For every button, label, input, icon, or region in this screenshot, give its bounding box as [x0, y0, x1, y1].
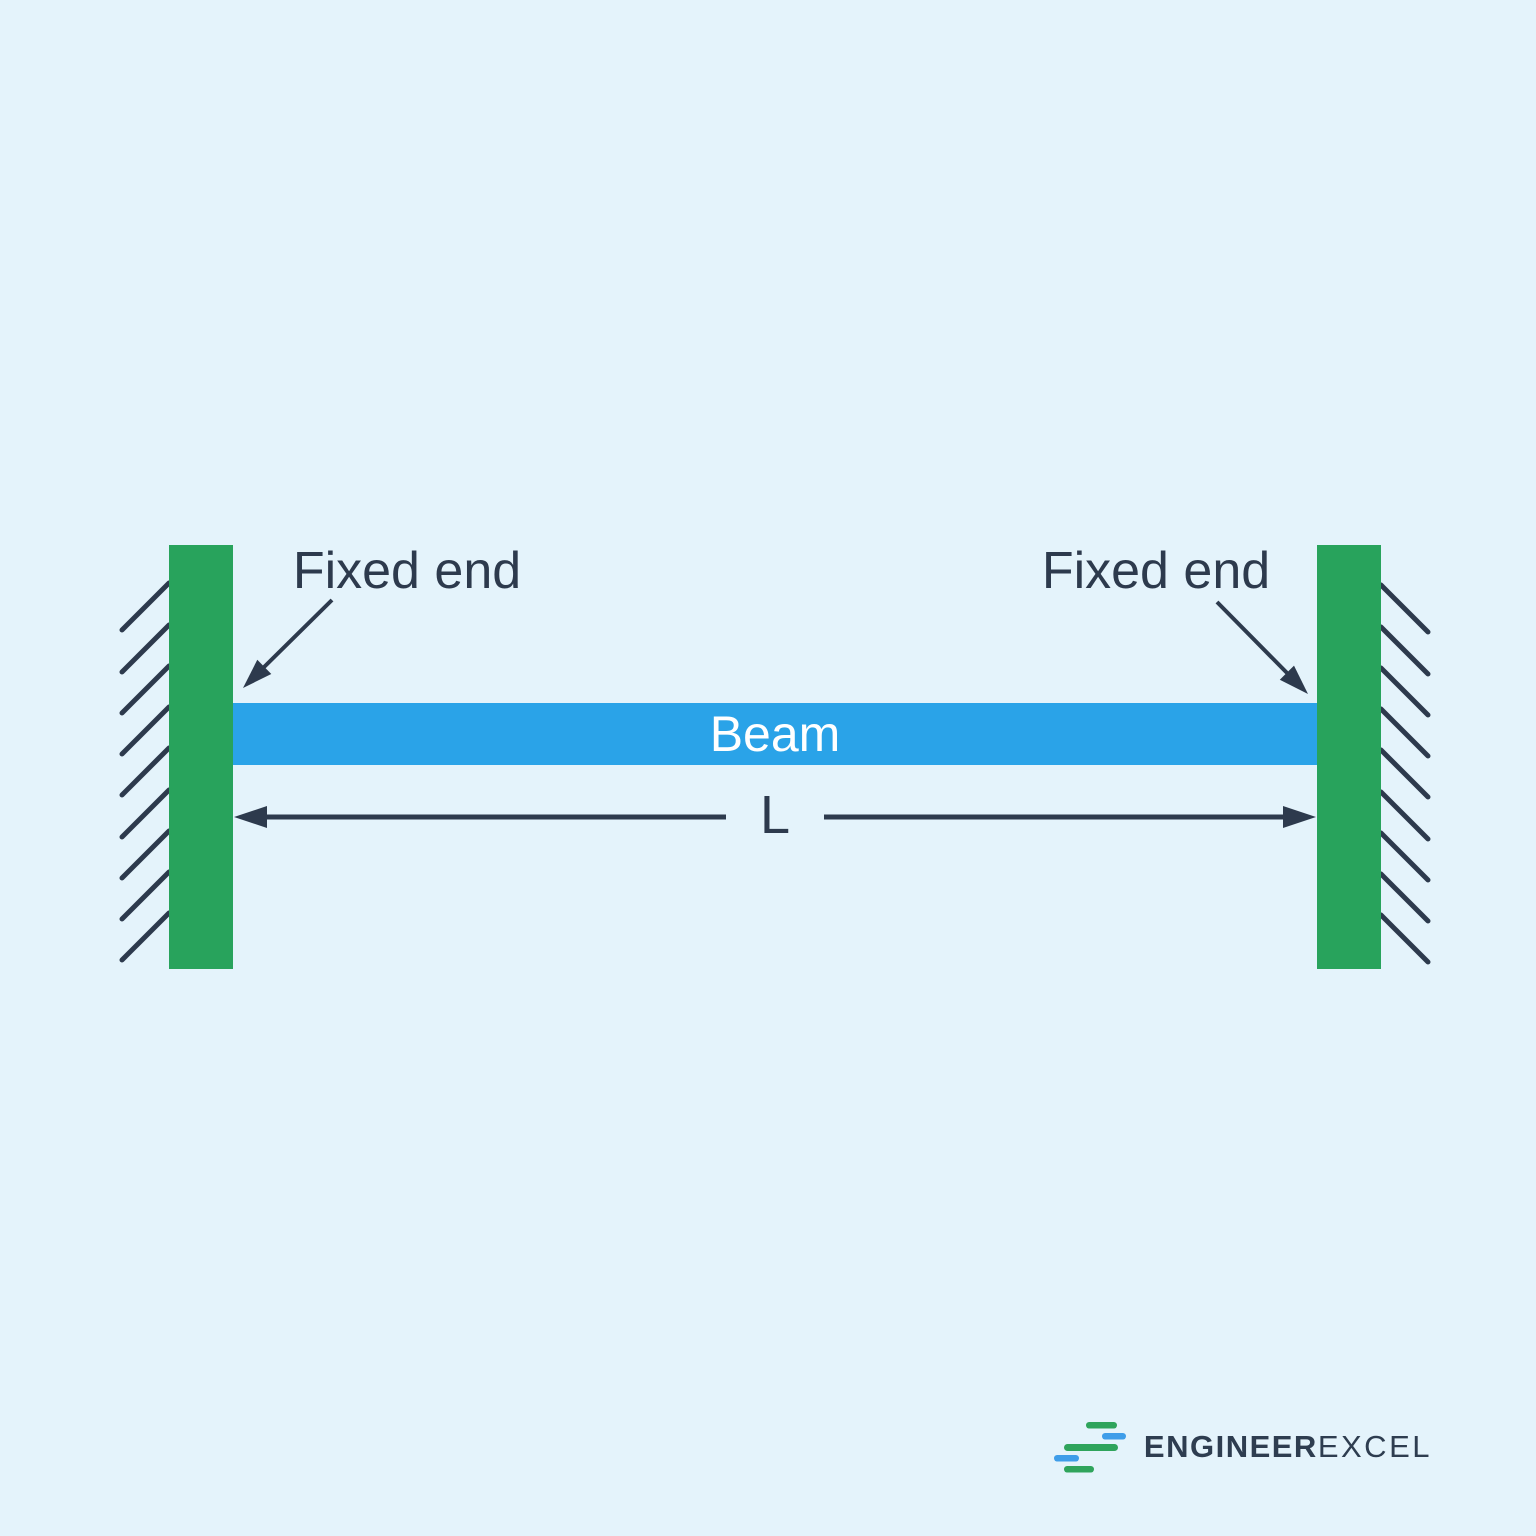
beam-bar	[233, 703, 1317, 765]
left-wall-hatching	[119, 580, 172, 963]
logo-text-engineer: ENGINEER	[1143, 1429, 1318, 1464]
fixed-end-arrow-left	[243, 598, 334, 688]
beam-label: Beam	[710, 706, 841, 762]
right-wall-hatching	[1378, 582, 1431, 965]
engineerexcel-logo: ENGINEEREXCEL	[1053, 1420, 1432, 1474]
length-dimension-line	[234, 806, 1316, 828]
left-wall-support	[169, 545, 233, 969]
fixed-end-label-right: Fixed end	[1042, 542, 1270, 600]
length-label: L	[760, 785, 790, 845]
fixed-end-label-left: Fixed end	[293, 542, 521, 600]
fixed-end-arrow-right	[1215, 600, 1308, 694]
right-wall-support	[1317, 545, 1381, 969]
logo-text-excel: EXCEL	[1317, 1429, 1432, 1464]
engineerexcel-logo-text: ENGINEEREXCEL	[1144, 1429, 1432, 1465]
engineerexcel-logo-icon	[1053, 1422, 1126, 1473]
